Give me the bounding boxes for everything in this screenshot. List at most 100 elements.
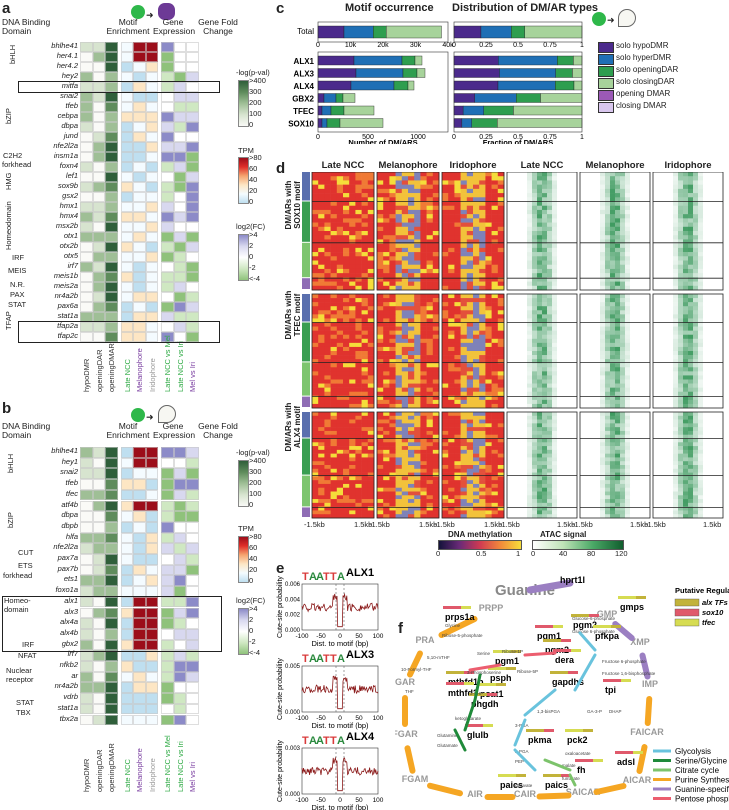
atac-cell	[547, 197, 553, 202]
meth-cell	[330, 214, 338, 219]
atac-cell	[595, 256, 601, 261]
meth-cell	[420, 375, 427, 380]
meth-cell	[420, 383, 427, 388]
heatmap-cell	[105, 42, 118, 52]
meth-cell	[312, 176, 319, 181]
meth-cell	[318, 172, 325, 177]
meth-cell	[454, 209, 461, 215]
atac-cell	[635, 363, 641, 368]
atac-cell	[703, 264, 709, 270]
heatmap-cell	[92, 282, 105, 292]
atac-cell	[590, 371, 596, 376]
header-domain-a: DNA Binding Domain	[2, 17, 51, 36]
frame	[453, 21, 583, 43]
heatmap-cell	[120, 82, 133, 92]
atac-cell	[653, 188, 659, 194]
atac-cell	[600, 209, 606, 215]
atac-cell	[537, 214, 543, 219]
meth-cell	[432, 379, 440, 384]
atac-cell	[663, 180, 669, 185]
atac-cell	[620, 363, 626, 368]
atac-cell	[693, 367, 699, 372]
meth-cell	[479, 260, 486, 266]
meth-cell	[330, 367, 338, 372]
meth-cell	[361, 197, 369, 202]
atac-cell	[537, 383, 543, 388]
atac-cell	[600, 277, 606, 282]
atac-cell	[600, 172, 606, 177]
heatmap-cell	[92, 62, 105, 72]
meth-cell	[454, 277, 461, 282]
atac-cell	[567, 197, 573, 202]
atac-cell	[517, 226, 523, 232]
heatmap-cell	[80, 102, 93, 112]
heatmap-cell	[133, 682, 146, 694]
atac-cell	[527, 355, 533, 360]
heatmap-cell	[173, 457, 186, 469]
atac-cell	[635, 310, 641, 315]
heatmap-cell	[145, 62, 158, 72]
atac-cell	[668, 243, 674, 249]
atac-cell	[527, 226, 533, 232]
meth-cell	[367, 330, 375, 336]
meth-cell	[383, 243, 390, 249]
meth-cell	[473, 395, 480, 401]
meth-cell	[497, 342, 505, 348]
atac-cell	[688, 395, 694, 401]
meth-cell	[395, 342, 403, 348]
meth-cell	[324, 176, 331, 181]
meth-cell	[361, 375, 369, 380]
atac-cell	[507, 322, 513, 327]
atac-cell	[668, 338, 674, 344]
atac-cell	[663, 214, 669, 219]
atac-cell	[590, 395, 596, 401]
meth-cell	[361, 338, 369, 344]
atac-cell	[698, 180, 704, 185]
meth-cell	[318, 180, 325, 185]
fraction-segment	[462, 105, 484, 116]
atac-cell	[708, 294, 714, 299]
fraction-segment	[453, 118, 463, 128]
fraction-segment	[474, 93, 517, 103]
heatmap-cell	[186, 650, 199, 661]
meth-cell	[460, 359, 468, 364]
atac-cell	[557, 285, 563, 291]
atac-cell	[527, 281, 533, 287]
atac-cell	[507, 214, 513, 219]
atac-cell	[572, 222, 578, 228]
atac-cell	[630, 399, 636, 405]
atac-cell	[635, 355, 641, 360]
atac-cell	[610, 172, 616, 177]
atac-cell	[673, 184, 679, 190]
atac-cell	[688, 367, 694, 372]
atac-cell	[653, 387, 659, 393]
atac-cell	[615, 235, 621, 240]
atac-cell	[698, 355, 704, 360]
meth-cell	[426, 209, 434, 215]
atac-cell	[610, 201, 616, 207]
heatmap-cell	[186, 564, 199, 576]
atac-cell	[585, 367, 591, 372]
meth-cell	[349, 294, 356, 299]
heatmap-cell	[145, 322, 158, 332]
atac-cell	[507, 176, 513, 181]
atac-cell	[625, 273, 631, 278]
heatmap-cell	[186, 596, 199, 608]
meth-cell	[383, 367, 390, 372]
heatmap-cell	[80, 511, 93, 522]
atac-cell	[678, 180, 684, 185]
meth-cell	[454, 197, 461, 202]
meth-cell	[479, 252, 486, 257]
atac-cell	[635, 218, 641, 223]
meth-cell	[460, 243, 468, 249]
atac-cell	[630, 314, 636, 319]
meth-cell	[377, 330, 384, 336]
atac-cell	[698, 231, 704, 236]
meth-cell	[497, 338, 505, 344]
meth-cell	[367, 367, 375, 372]
meth-cell	[395, 188, 403, 194]
atac-cell	[718, 264, 724, 270]
meth-cell	[361, 318, 369, 323]
atac-cell	[698, 226, 704, 232]
atac-cell	[698, 326, 704, 331]
